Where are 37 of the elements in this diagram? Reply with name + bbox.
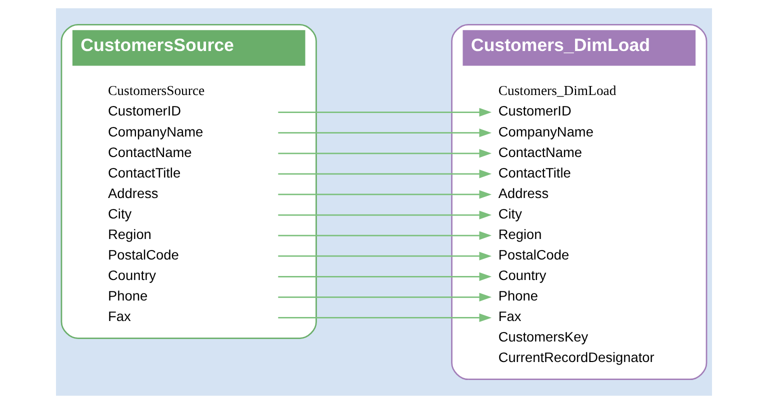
- arrow: [278, 128, 492, 138]
- node-text: Fax: [108, 309, 131, 324]
- node-text: CompanyName: [498, 124, 594, 140]
- node-text: PostalCode: [498, 248, 570, 263]
- arrow: [278, 190, 492, 199]
- node-text: ContactName: [108, 144, 192, 160]
- arrow: [278, 170, 492, 178]
- node-text: Address: [108, 186, 158, 201]
- arrow: [278, 210, 492, 220]
- node-text: Region: [498, 226, 542, 242]
- arrow: [278, 252, 492, 260]
- node-text: CustomerID: [108, 104, 182, 119]
- node-text: ContactName: [498, 144, 582, 160]
- node-text: ContactTitle: [108, 165, 181, 180]
- arrow: [278, 149, 492, 158]
- node-text: ContactTitle: [498, 165, 571, 180]
- node-text: CustomersKey: [498, 330, 588, 345]
- node-text: CustomerID: [498, 104, 572, 119]
- node-text: Country: [498, 268, 546, 284]
- node-text: Fax: [498, 309, 522, 324]
- node-text: CompanyName: [108, 124, 204, 140]
- node-text: Phone: [498, 288, 538, 304]
- node-text: City: [108, 206, 132, 222]
- arrow: [278, 108, 492, 117]
- node-text: Region: [108, 226, 152, 242]
- node-text: CustomersSource: [108, 83, 205, 98]
- arrow: [278, 231, 492, 240]
- node-text: CurrentRecordDesignator: [498, 350, 654, 366]
- arrow: [278, 313, 492, 322]
- node-text: Customers_DimLoad: [498, 83, 616, 98]
- node-text: Phone: [108, 288, 148, 304]
- node-text: PostalCode: [108, 248, 179, 263]
- node-text: Address: [498, 186, 549, 201]
- arrow: [278, 272, 492, 281]
- node-text: Country: [108, 268, 156, 284]
- arrow: [278, 292, 492, 302]
- node-text: City: [498, 206, 522, 222]
